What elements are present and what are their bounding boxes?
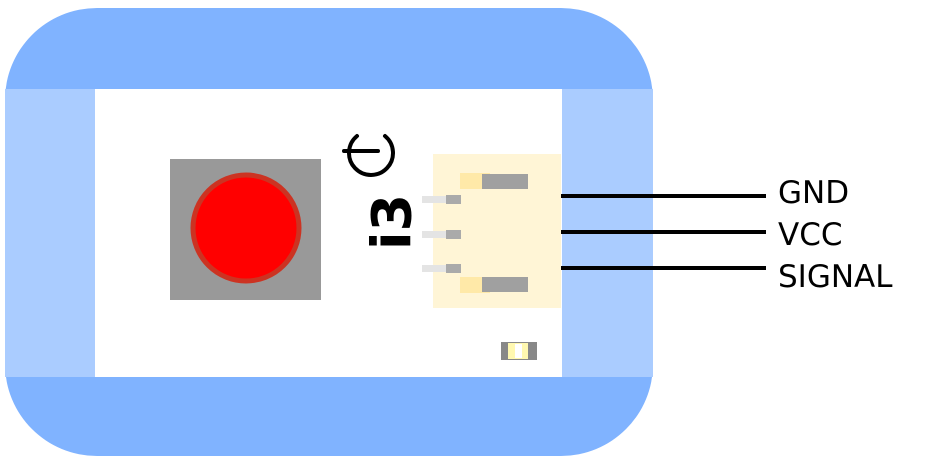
pin-label-gnd: GND bbox=[778, 175, 849, 211]
pin-stub-1 bbox=[422, 196, 448, 203]
connector-latch-top bbox=[482, 174, 528, 189]
smd-led bbox=[501, 342, 537, 360]
pin-connector bbox=[422, 154, 561, 308]
pin-stub-3-tip bbox=[446, 264, 461, 273]
brand-text: i3 bbox=[361, 194, 424, 250]
frame-left-band bbox=[5, 89, 95, 377]
wires bbox=[561, 194, 766, 270]
pin-stub-2 bbox=[422, 231, 448, 238]
pin-stub-3 bbox=[422, 265, 448, 272]
pin-stub-1-tip bbox=[446, 195, 461, 204]
push-button bbox=[170, 159, 321, 300]
pin-stub-2-tip bbox=[446, 230, 461, 239]
connector-latch-bottom bbox=[482, 277, 528, 292]
pin-label-vcc: VCC bbox=[778, 217, 843, 253]
power-icon bbox=[342, 134, 395, 177]
button-cap bbox=[190, 172, 302, 284]
pin-label-signal: SIGNAL bbox=[778, 259, 893, 295]
